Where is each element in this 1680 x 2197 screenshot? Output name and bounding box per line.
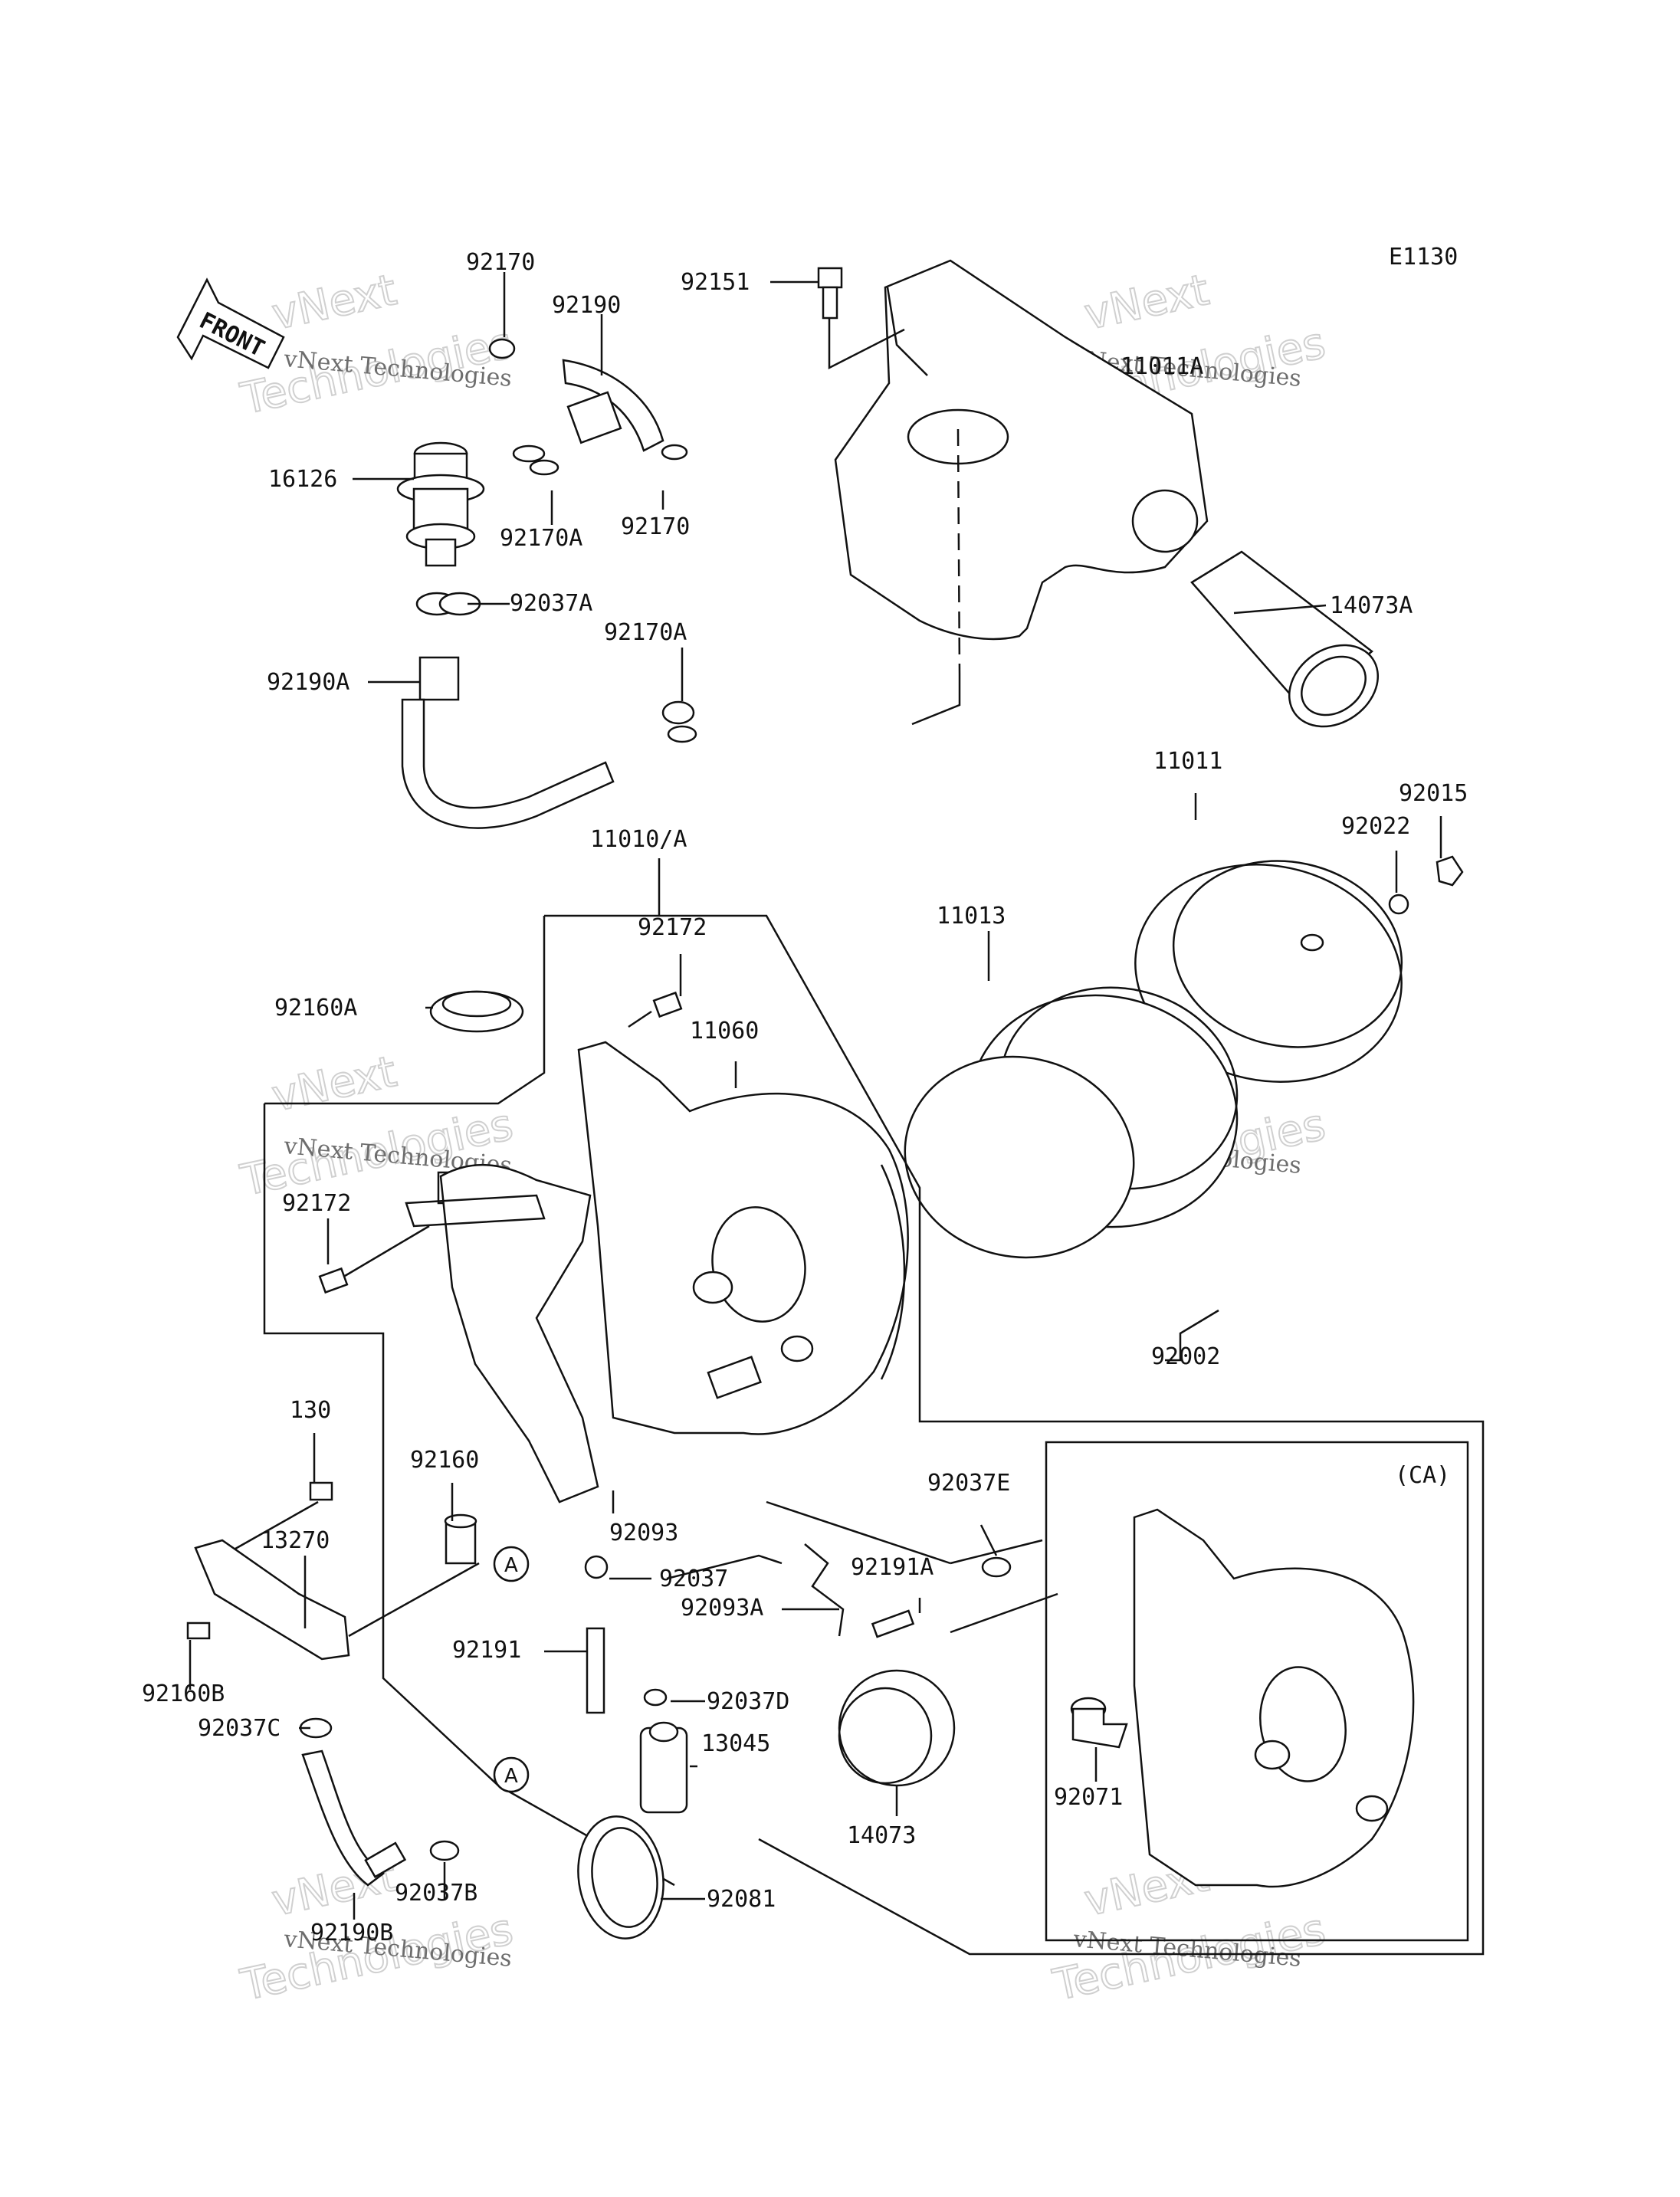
part-label-92037c: 92037C: [198, 1715, 281, 1742]
part-label-14073a: 14073A: [1330, 592, 1413, 619]
part-label-92170a-mid: 92170A: [604, 619, 687, 646]
svg-text:A: A: [504, 1554, 518, 1577]
part-label-92190a: 92190A: [267, 669, 349, 696]
air-cleaner-base: [577, 991, 909, 1435]
part-label-92022: 92022: [1341, 813, 1410, 840]
diagram-code: E1130: [1389, 244, 1458, 271]
breather-assembly: [396, 338, 697, 829]
air-filter-assembly: [904, 855, 1464, 1259]
part-label-92093a: 92093A: [681, 1595, 763, 1622]
part-label-92160b: 92160B: [142, 1681, 225, 1707]
part-label-11060: 11060: [690, 1018, 759, 1044]
part-label-92081: 92081: [707, 1886, 776, 1913]
ca-variant-label: (CA): [1395, 1462, 1450, 1489]
assembly-outline: [263, 1103, 675, 1887]
part-label-92037a: 92037A: [510, 590, 592, 617]
svg-text:A: A: [504, 1765, 518, 1788]
part-label-92093: 92093: [609, 1520, 678, 1546]
part-label-92170-top: 92170: [466, 249, 535, 276]
part-label-92172-left: 92172: [282, 1190, 351, 1217]
part-label-92191a: 92191A: [851, 1554, 934, 1581]
air-cleaner-cover: [817, 259, 1380, 728]
lower-small-parts: [186, 1481, 1058, 1940]
part-label-13270: 13270: [261, 1527, 330, 1554]
ref-marker-a-2: A: [493, 1756, 530, 1793]
part-label-11011: 11011: [1153, 748, 1222, 775]
part-label-92037: 92037: [659, 1566, 728, 1592]
part-label-92071: 92071: [1054, 1784, 1123, 1811]
part-label-92191: 92191: [452, 1637, 521, 1664]
part-label-16126: 16126: [268, 466, 337, 493]
group-frame: [544, 914, 1485, 1956]
part-label-11011a: 11011A: [1121, 353, 1203, 380]
part-label-11010a: 11010/A: [590, 826, 687, 853]
part-label-130: 130: [290, 1397, 331, 1424]
part-label-92170a-top: 92170A: [500, 525, 582, 552]
ca-base-drawing: [1070, 1508, 1415, 1888]
leader-lines: [189, 272, 1442, 1920]
part-label-92172-top: 92172: [638, 914, 707, 941]
part-label-92160a: 92160A: [274, 995, 357, 1021]
part-label-14073: 14073: [847, 1822, 916, 1849]
group-frame-left: [264, 916, 546, 1105]
ca-variant-box: [1045, 1441, 1469, 1942]
intake-duct-assembly: [318, 990, 599, 1503]
watermark-big-3: vNext: [1080, 265, 1213, 340]
watermark-big-5: vNext: [267, 1047, 401, 1122]
part-labels: 92170 92190 92151 11011A 16126 92170A 92…: [142, 249, 1468, 1946]
part-label-92037b: 92037B: [395, 1880, 477, 1907]
part-label-92002: 92002: [1151, 1343, 1220, 1370]
part-label-92160: 92160: [410, 1447, 479, 1474]
part-label-92151: 92151: [681, 269, 750, 296]
ref-marker-a-1: A: [493, 1546, 530, 1582]
part-label-92037d: 92037D: [707, 1688, 789, 1715]
part-label-92190: 92190: [552, 292, 621, 319]
part-label-92170-mid: 92170: [621, 513, 690, 540]
part-label-92015: 92015: [1399, 780, 1468, 807]
watermark-big-1: vNext: [267, 265, 401, 340]
part-label-13045: 13045: [701, 1730, 770, 1757]
part-label-92037e: 92037E: [927, 1470, 1010, 1497]
part-label-92190b: 92190B: [310, 1920, 393, 1946]
part-label-11013: 11013: [937, 903, 1006, 930]
